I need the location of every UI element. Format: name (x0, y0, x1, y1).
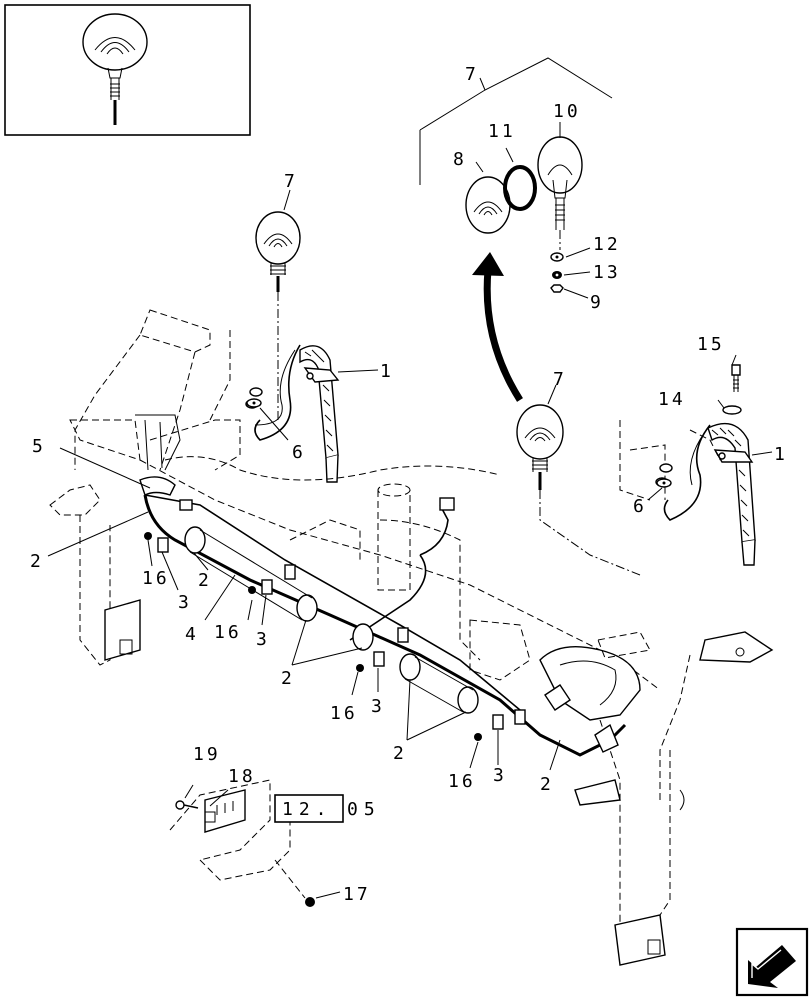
callout-7-center: 7 (284, 171, 298, 192)
callout-7-right: 7 (553, 369, 567, 390)
callout-19: 19 (193, 744, 221, 765)
wire-harness (139, 476, 627, 757)
next-page-arrow-icon[interactable] (735, 927, 809, 997)
left-lamp-bracket (74, 309, 379, 483)
lamp-icon (82, 13, 148, 125)
callout-11: 11 (488, 121, 516, 142)
callout-2-e: 2 (540, 774, 554, 795)
callout-12: 12 (593, 234, 621, 255)
header-frame (49, 414, 774, 966)
callout-3-b: 3 (256, 629, 270, 650)
callout-1-right: 1 (774, 444, 788, 465)
callout-2-b: 2 (198, 570, 212, 591)
callout-5: 5 (32, 436, 46, 457)
callout-6-left: 6 (292, 442, 306, 463)
callout-7-top: 7 (465, 64, 479, 85)
callout-3-c: 3 (371, 696, 385, 717)
inset-lamp-view (4, 4, 251, 136)
callout-3-d: 3 (493, 765, 507, 786)
callout-labels: 7 11 10 8 12 13 9 7 7 15 14 1 1 6 6 5 2 … (30, 64, 788, 905)
work-lamp-center (255, 189, 301, 420)
callout-13: 13 (593, 262, 621, 283)
callout-1-left: 1 (380, 361, 394, 382)
leader-lines (47, 447, 561, 771)
callout-4: 4 (185, 624, 199, 645)
callout-16-d: 16 (448, 771, 476, 792)
callout-16-c: 16 (330, 703, 358, 724)
work-lamp-right (516, 384, 641, 576)
explode-arrow (472, 252, 523, 402)
callout-8: 8 (453, 149, 467, 170)
reference-suffix-text: 05 (347, 799, 381, 820)
callout-2-a: 2 (30, 551, 44, 572)
right-lamp-bracket (619, 354, 773, 566)
fuse-bracket-detail (169, 779, 341, 907)
washers-6 (246, 398, 672, 488)
callout-16-a: 16 (142, 568, 170, 589)
callout-2-d: 2 (393, 743, 407, 764)
callout-3-a: 3 (178, 592, 192, 613)
callout-17: 17 (343, 884, 371, 905)
lamp-exploded-view (419, 57, 613, 299)
callout-10: 10 (553, 101, 581, 122)
callout-9: 9 (590, 292, 604, 313)
reference-box-text: 12. (282, 799, 333, 820)
callout-16-b: 16 (214, 622, 242, 643)
callout-18: 18 (228, 766, 256, 787)
callout-2-c: 2 (281, 668, 295, 689)
callout-6-right: 6 (633, 496, 647, 517)
reference-page-link[interactable]: 12. 05 (274, 794, 381, 823)
sleeve-group (184, 526, 479, 714)
callout-15: 15 (697, 334, 725, 355)
callout-14: 14 (658, 389, 686, 410)
